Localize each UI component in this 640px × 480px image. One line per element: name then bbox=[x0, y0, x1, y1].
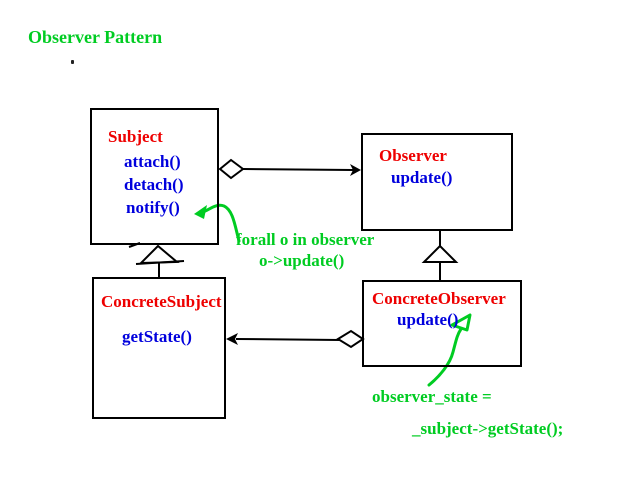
association-line bbox=[235, 338, 341, 341]
class-box-subject bbox=[90, 108, 219, 245]
method-observer-update: update() bbox=[391, 168, 453, 187]
annotation-arrow-update bbox=[427, 313, 472, 387]
method-concrete-observer-update: update() bbox=[397, 310, 459, 329]
aggregation-diamond-icon bbox=[218, 158, 245, 180]
class-name-concrete-observer: ConcreteObserver bbox=[372, 289, 506, 308]
class-box-concrete-observer bbox=[362, 280, 522, 367]
annotation-notify-line1: forall o in observer bbox=[236, 230, 375, 249]
method-getstate: getState() bbox=[122, 327, 192, 346]
annotation-arrowhead-icon bbox=[450, 313, 472, 332]
page-title: Observer Pattern bbox=[28, 27, 163, 47]
inheritance-subject-link bbox=[128, 242, 185, 277]
annotation-curve bbox=[201, 203, 241, 243]
annotation-update-line2: _subject->getState(); bbox=[412, 419, 564, 438]
class-box-concrete-subject bbox=[92, 277, 226, 419]
method-detach: detach() bbox=[124, 175, 184, 194]
arrowhead-icon bbox=[350, 164, 361, 176]
arrowhead-icon bbox=[226, 333, 238, 345]
class-name-observer: Observer bbox=[379, 146, 447, 165]
association-line bbox=[242, 168, 354, 171]
inheritance-triangle-icon bbox=[421, 244, 459, 263]
annotation-curve bbox=[427, 327, 463, 387]
annotation-notify-line2: o->update() bbox=[259, 251, 345, 270]
method-attach: attach() bbox=[124, 152, 181, 171]
class-name-concrete-subject: ConcreteSubject bbox=[101, 292, 222, 311]
class-box-observer bbox=[361, 133, 513, 231]
stray-ink-dot bbox=[71, 60, 74, 64]
class-name-subject: Subject bbox=[108, 127, 163, 146]
inheritance-triangle-icon bbox=[138, 244, 180, 265]
annotation-arrowhead-icon bbox=[194, 205, 207, 219]
annotation-update-line1: observer_state = bbox=[372, 387, 492, 406]
annotation-arrow-notify bbox=[194, 203, 241, 243]
aggregation-diamond-icon bbox=[336, 329, 365, 349]
inheritance-observer-link bbox=[421, 231, 459, 280]
method-notify: notify() bbox=[126, 198, 180, 217]
aggregation-subject-observer bbox=[218, 158, 361, 180]
aggregation-concreteobserver-concretesubject bbox=[226, 329, 365, 349]
